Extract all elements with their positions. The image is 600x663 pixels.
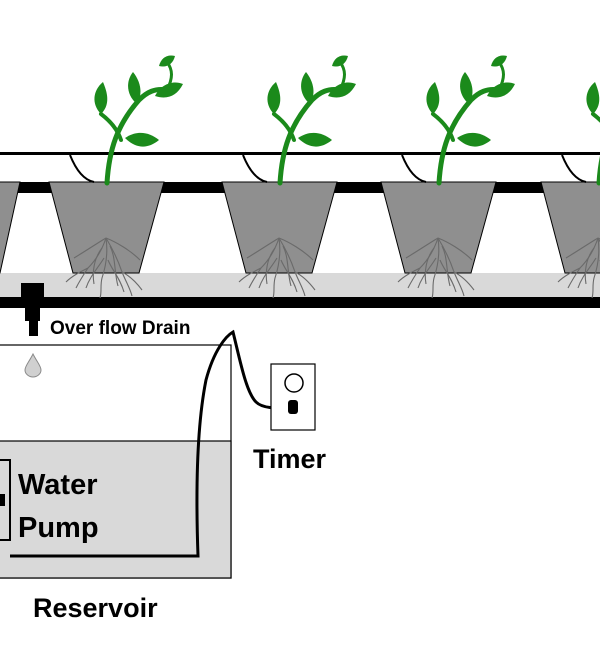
- plant-tie: [69, 154, 95, 183]
- pot-1: [0, 181, 21, 274]
- pump-label: Pump: [18, 512, 99, 544]
- pot-4: [380, 181, 497, 274]
- overflow-drain-fitting: [21, 283, 44, 307]
- timer-label: Timer: [253, 444, 327, 474]
- plant-tie: [242, 154, 268, 183]
- reservoir-label: Reservoir: [33, 593, 158, 623]
- pot-3: [221, 181, 338, 274]
- water-label: Water: [18, 469, 98, 501]
- plant-tie: [401, 154, 427, 183]
- pot-5: [540, 181, 600, 274]
- overflow-drain-pipe: [29, 321, 38, 336]
- plant-icon: [586, 55, 600, 183]
- plant-icon: [267, 55, 356, 183]
- overflow-drain-fitting: [25, 307, 40, 321]
- trellis-wire: [0, 152, 600, 155]
- outlet-socket: [284, 373, 304, 393]
- plant-icon: [426, 55, 515, 183]
- tray-bottom-rail: [0, 297, 600, 308]
- power-plug-icon: [288, 400, 298, 414]
- flood-tray: [0, 273, 600, 297]
- overflow-drain-label: Over flow Drain: [50, 318, 190, 339]
- plant-icon: [94, 55, 183, 183]
- plant-tie: [561, 154, 587, 183]
- pump-outlet: [0, 494, 5, 506]
- water-pump-body: [0, 459, 11, 541]
- pot-2: [48, 181, 165, 274]
- pump-power-cord: [10, 329, 290, 558]
- water-drop-icon: [24, 352, 42, 378]
